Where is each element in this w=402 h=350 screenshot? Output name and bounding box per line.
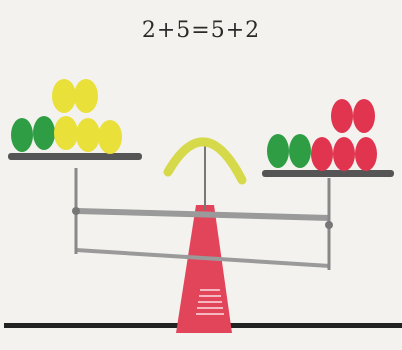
red-weight — [333, 137, 355, 171]
upper-beam — [75, 208, 331, 221]
left-joint — [72, 207, 80, 215]
left-pan — [8, 153, 142, 160]
yellow-weight — [52, 79, 76, 113]
stand-stripes — [196, 289, 224, 315]
scale-arc — [163, 137, 247, 185]
green-weight — [33, 116, 55, 150]
yellow-weight — [74, 79, 98, 113]
red-weight — [311, 137, 333, 171]
red-weight — [353, 99, 375, 133]
red-weight — [331, 99, 353, 133]
green-weight — [267, 134, 289, 168]
yellow-weight — [98, 120, 122, 154]
red-weight — [355, 137, 377, 171]
yellow-weight — [54, 116, 78, 150]
right-pan — [262, 170, 394, 177]
green-weight — [11, 118, 33, 152]
equation-text: 2+5=5+2 — [141, 18, 261, 43]
right-pan-weights — [267, 99, 377, 171]
yellow-weight — [76, 118, 100, 152]
right-joint — [325, 221, 333, 229]
lower-beam — [75, 248, 331, 268]
green-weight — [289, 134, 311, 168]
left-pan-weights — [11, 79, 122, 154]
